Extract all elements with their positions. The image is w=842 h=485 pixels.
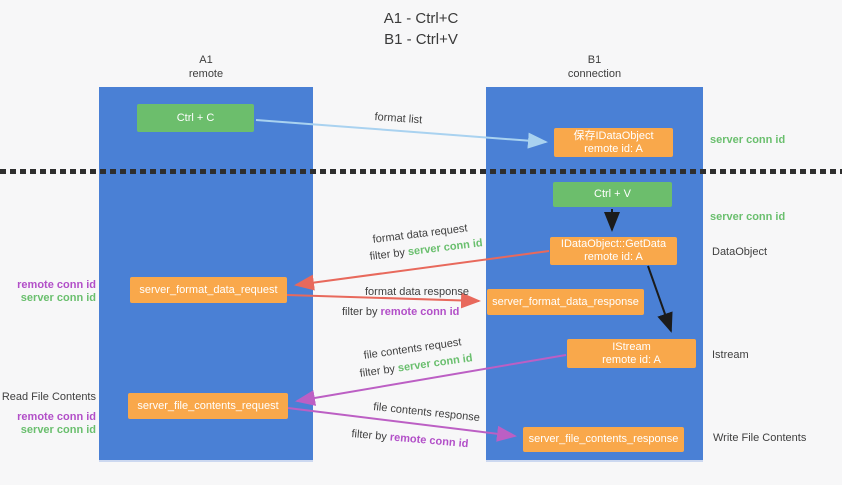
- node-server-file-contents-response: server_file_contents_response: [523, 427, 684, 452]
- filter-by-text: filter by: [369, 246, 409, 263]
- label-istream: Istream: [712, 349, 749, 361]
- filter-by-text: filter by: [359, 362, 399, 380]
- node-format-response-label: server_format_data_response: [492, 295, 639, 308]
- filter-by-text: filter by: [350, 428, 391, 444]
- lane-a1-name: A1: [199, 54, 213, 66]
- label-write-file-contents: Write File Contents: [713, 432, 807, 444]
- label-server-conn-id-top: server conn id: [710, 134, 786, 146]
- lane-b1-name: B1: [587, 54, 602, 66]
- node-getdata-line1: IDataObject::GetData: [560, 238, 667, 250]
- node-ctrl-c: Ctrl + C: [137, 104, 254, 132]
- diagram-title: A1 - Ctrl+C B1 - Ctrl+V: [0, 8, 842, 50]
- title-line-1: A1 - Ctrl+C: [383, 10, 459, 27]
- remote-conn-id-text: remote conn id: [380, 306, 460, 318]
- lane-a1-role: remote: [188, 68, 224, 80]
- label-format-list: format list: [374, 111, 423, 127]
- filter-by-text: filter by: [342, 306, 381, 318]
- label-server-conn-id-lower: server conn id: [20, 424, 96, 436]
- node-format-request-label: server_format_data_request: [139, 283, 278, 296]
- dotted-separator-line: [0, 169, 842, 174]
- label-remote-conn-id-lower: remote conn id: [17, 411, 96, 423]
- node-save-dataobject: 保存IDataObject remote id: A: [554, 128, 673, 157]
- remote-conn-id-text: remote conn id: [389, 431, 469, 451]
- lane-b1-role: connection: [567, 68, 622, 80]
- node-server-format-data-request: server_format_data_request: [130, 277, 287, 303]
- node-save-dataobject-line2: remote id: A: [584, 142, 643, 155]
- node-server-format-data-response: server_format_data_response: [487, 289, 644, 315]
- label-filter-by-remote-conn-id-1: filter by remote conn id: [342, 306, 459, 319]
- label-file-contents-response: file contents response: [372, 401, 481, 425]
- node-istream-line2: remote id: A: [602, 353, 661, 366]
- label-read-file-contents: Read File Contents: [1, 391, 96, 403]
- lane-header-b1: B1 connection: [486, 53, 703, 81]
- lane-header-a1: A1 remote: [99, 53, 313, 81]
- node-file-response-label: server_file_contents_response: [528, 433, 679, 445]
- node-ctrl-v-label: Ctrl + V: [594, 188, 631, 200]
- node-file-request-label: server_file_contents_request: [137, 399, 279, 412]
- node-getdata-line2: remote id: A: [584, 251, 643, 263]
- node-save-dataobject-line1: 保存IDataObject: [573, 129, 654, 142]
- node-istream: IStream remote id: A: [567, 339, 696, 368]
- node-server-file-contents-request: server_file_contents_request: [128, 393, 288, 419]
- label-format-data-response: format data response: [365, 286, 469, 298]
- node-ctrl-v: Ctrl + V: [553, 182, 672, 207]
- node-idataobject-getdata: IDataObject::GetData remote id: A: [550, 237, 677, 265]
- title-line-2: B1 - Ctrl+V: [384, 31, 458, 48]
- label-dataobject: DataObject: [712, 246, 768, 258]
- node-istream-line1: IStream: [612, 340, 651, 353]
- label-server-conn-id-upper: server conn id: [20, 292, 96, 304]
- label-server-conn-id-mid: server conn id: [710, 211, 786, 223]
- node-ctrl-c-label: Ctrl + C: [176, 111, 215, 124]
- label-filter-by-remote-conn-id-2: filter by remote conn id: [351, 428, 469, 451]
- label-remote-conn-id-upper: remote conn id: [17, 279, 96, 291]
